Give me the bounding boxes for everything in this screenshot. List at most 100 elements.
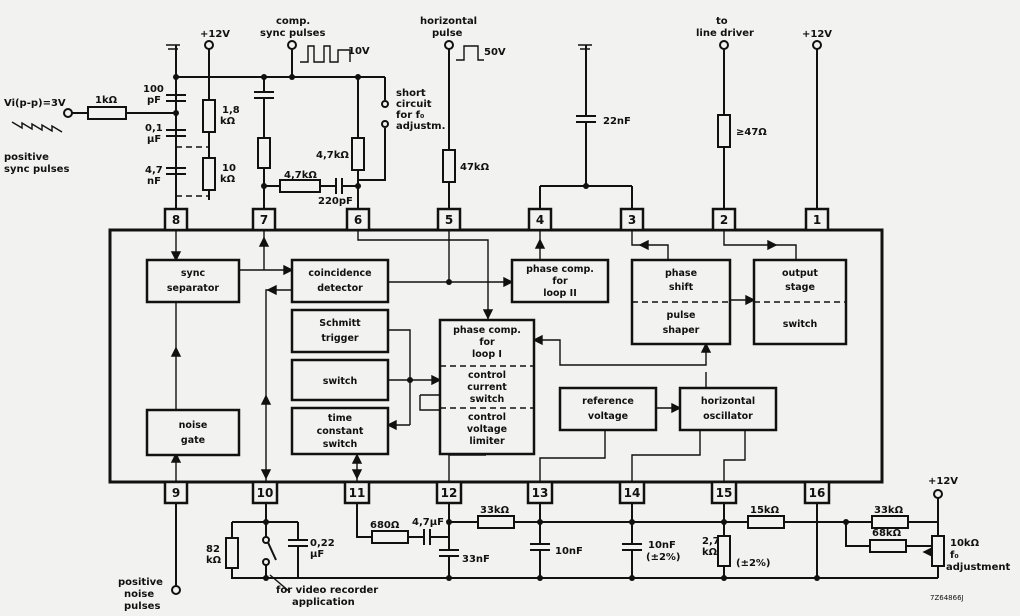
switch-label: switch [323,376,358,387]
ic-outline [108,228,884,484]
horiz-pulse-line1: horizontal [420,16,477,27]
r68k-label: 68kΩ [872,528,902,539]
r15k-label: 15kΩ [750,505,780,516]
short-line1: short [396,88,426,99]
junction-dots [173,74,849,581]
c100p-val: 100 [143,84,164,95]
positive-noise-line1: positive [118,577,163,588]
c01u-unit: μF [147,134,161,145]
output-switch: switch [783,319,818,330]
r47k-7-label: 4,7kΩ [284,170,317,181]
pin-13: 13 [532,486,549,500]
r33k-b-label: 33kΩ [874,505,904,516]
phase-shift-line1: phase [665,268,697,279]
pin-2: 2 [720,213,728,227]
r680-label: 680Ω [370,520,400,531]
r10k-adj-val: 10kΩ [950,538,980,549]
pc2-line3: loop II [543,288,577,299]
output-line1: output [782,268,818,279]
c220p-label: 220pF [318,196,353,207]
r82k-val: 82 [206,544,220,555]
v50-label: 50V [484,47,506,58]
noise-gate-line1: noise [179,420,208,431]
coincidence-line1: coincidence [308,268,371,279]
c33n-label: 33nF [462,554,490,565]
r27k-unit: kΩ [702,547,718,558]
ccs-line2: current [467,382,507,393]
external-bottom: positive noise pulses 82 kΩ 0,22 μF for … [118,476,1011,612]
pin-15: 15 [716,486,733,500]
positive-sync-line2: sync pulses [4,164,69,175]
block-switch: switch [290,358,390,402]
pin-1: 1 [813,213,821,227]
schmitt-line1: Schmitt [319,318,361,329]
line-driver-line1: to [716,16,728,27]
osc-line1: horizontal [701,396,755,407]
positive-noise-line2: noise [124,589,154,600]
c01u-val: 0,1 [145,123,163,134]
pin-7: 7 [260,213,268,227]
cvl-line1: control [468,412,506,423]
c10n-13-label: 10nF [555,546,583,557]
block-time-constant-switch: time constant switch [290,406,390,456]
pin-5: 5 [445,213,453,227]
block-reference-voltage: reference voltage [558,386,658,432]
positive-sync-line1: positive [4,152,49,163]
sync-separator-line2: separator [167,283,219,294]
ref-line2: voltage [588,411,628,422]
pulse-shaper-line2: shaper [663,325,700,336]
r27k-val: 2,7 [702,536,720,547]
r1k-label: 1kΩ [95,95,118,106]
short-line4: adjustm. [396,121,445,132]
pin-6: 6 [354,213,362,227]
pin-16: 16 [809,486,826,500]
block-sync-separator: sync separator [145,258,241,304]
c47n-val: 4,7 [145,165,163,176]
positive-noise-line3: pulses [124,601,160,612]
osc-line2: oscillator [703,411,753,422]
line-driver-line2: line driver [696,28,754,39]
video-rec-line2: application [292,597,355,608]
horiz-pulse-line2: pulse [432,28,463,39]
block-output-stage: output stage switch [752,258,848,346]
pin-11: 11 [349,486,366,500]
block-phase-comp-loop-2: phase comp. for loop II [510,258,610,304]
r27k-tol: (±2%) [736,558,771,569]
figure-code: 7Z64866J [930,594,964,602]
sync-separator-line1: sync [181,268,205,279]
c10n-14-tol: (±2%) [646,552,681,563]
v10-label: 10V [348,46,370,57]
plus12v-bottom: +12V [928,476,958,487]
pin-8: 8 [172,213,180,227]
c10n-14-val: 10nF [648,540,676,551]
block-coincidence-detector: coincidence detector [290,258,390,304]
pin-row-bottom: 9 10 11 12 13 14 15 16 [163,480,831,505]
short-line2: circuit [396,99,432,110]
pin-14: 14 [624,486,641,500]
cvl-line2: voltage [467,424,507,435]
schmitt-line2: trigger [321,333,359,344]
ccs-line3: switch [470,394,505,405]
phase-shift-line2: shift [669,282,694,293]
ref-line1: reference [582,396,634,407]
short-line3: for f₀ [396,110,424,121]
r82k-unit: kΩ [206,555,222,566]
noise-gate-line2: gate [181,435,205,446]
r10k-adj-label: adjustment [946,562,1011,573]
comp-sync-line2: sync pulses [260,28,325,39]
pc1-line1: phase comp. [453,325,521,336]
r33k-a-label: 33kΩ [480,505,510,516]
block-phase-shift-pulse-shaper: phase shift pulse shaper [630,258,732,346]
r-ge47-label: ≥47Ω [736,127,767,138]
comp-sync-line1: comp. [276,16,310,27]
c022u-unit: μF [310,549,324,560]
pc1-line3: loop I [472,349,502,360]
external-top: Vi(p-p)=3V 1kΩ positive sync pulses 100 … [4,16,832,209]
r18k-val: 1,8 [222,105,240,116]
c022u-val: 0,22 [310,538,335,549]
pin-10: 10 [257,486,274,500]
c100p-unit: pF [147,95,161,106]
c47n-unit: nF [147,176,161,187]
r10k-val: 10 [222,163,236,174]
